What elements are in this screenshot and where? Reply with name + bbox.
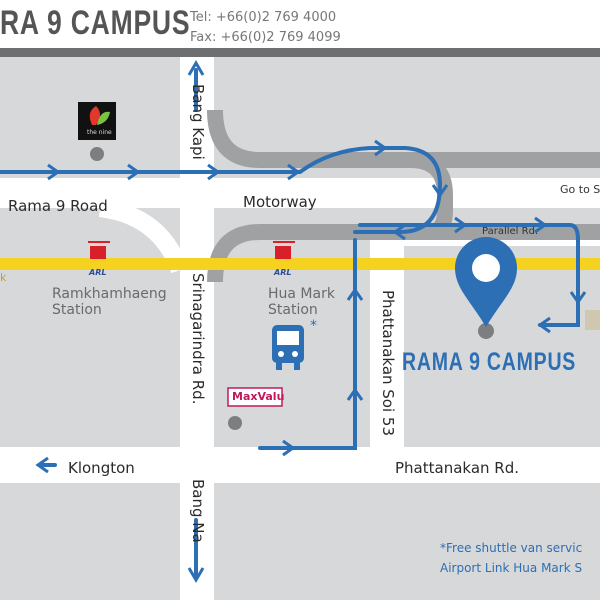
campus-name: RAMA 9 CAMPUS	[402, 348, 577, 376]
header-band	[0, 0, 600, 48]
motorway-label: Motorway	[243, 193, 317, 211]
motorway-loop	[345, 152, 453, 240]
route-lines	[0, 68, 580, 577]
shuttle-note-line2: Airport Link Hua Mark S	[440, 561, 583, 575]
go-to-label: Go to S	[560, 183, 600, 196]
srinagarindra-label: Srinagarindra Rd.	[189, 273, 207, 405]
rama9-road	[0, 178, 600, 208]
header-title: RA 9 CAMPUS	[0, 4, 191, 42]
phattanakan-road-label: Phattanakan Rd.	[395, 459, 519, 477]
motorway-lower	[207, 224, 600, 283]
header-tel: Tel: +66(0)2 769 4000	[190, 10, 337, 25]
campus-gate-marker	[585, 310, 600, 330]
location-pin-icon	[455, 237, 517, 327]
parallel-road-label: Parallel Rd.	[482, 226, 539, 237]
ramkhamhaeng-station-label: Ramkhamhaeng Station	[52, 286, 167, 318]
header-divider	[0, 48, 600, 57]
bus-icon	[272, 325, 304, 370]
header-contact: Tel: +66(0)2 769 4000 Fax: +66(0)2 769 4…	[190, 8, 341, 48]
rama9-road-label: Rama 9 Road	[8, 197, 108, 215]
train-icon	[88, 241, 110, 259]
srinagarindra-road	[180, 57, 214, 600]
the-nine-label: the nine	[87, 129, 112, 136]
maxvalu-badge	[227, 387, 283, 407]
maxvalu-label: MaxValu	[232, 390, 285, 403]
arl-label-hua-mark: ARL	[274, 268, 292, 277]
shuttle-note: *Free shuttle van servic Airport Link Hu…	[440, 538, 582, 578]
maxvalu-dot	[228, 416, 242, 430]
motorway-upper	[207, 109, 600, 168]
the-nine-dot	[90, 147, 104, 161]
rail-fragment-label: k	[0, 271, 7, 284]
header-fax: Fax: +66(0)2 769 4099	[190, 30, 341, 45]
phattanakan-road	[0, 447, 600, 483]
route-to-campus	[538, 298, 580, 327]
train-icon	[273, 241, 295, 259]
bang-na-label: Bang Na	[189, 479, 207, 543]
phattanakan-soi-label: Phattanakan Soi 53	[379, 290, 397, 437]
route-arrowheads	[35, 60, 587, 583]
campus-dot	[478, 323, 494, 339]
route-parallel	[358, 223, 580, 302]
shuttle-note-line1: *Free shuttle van servic	[440, 541, 583, 555]
hua-mark-station-label: Hua Mark Station	[268, 286, 335, 318]
shuttle-asterisk: *	[310, 318, 317, 334]
airport-rail-link-line	[0, 258, 600, 270]
bang-kapi-label: Bang Kapi	[189, 84, 207, 160]
phattanakan-soi-road	[370, 240, 404, 447]
arl-label-ramkhamhaeng: ARL	[89, 268, 107, 277]
klongton-label: Klongton	[68, 459, 135, 477]
